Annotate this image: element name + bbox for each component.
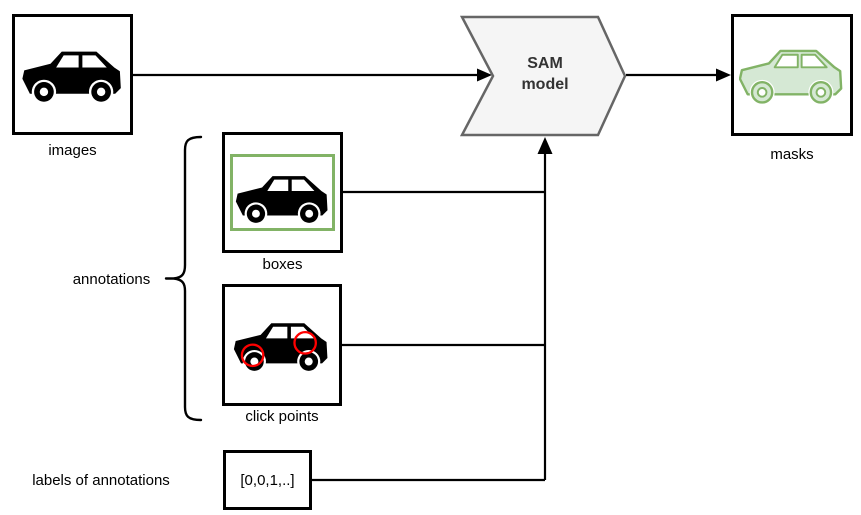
arrow-images-to-sam	[133, 68, 492, 82]
images-label: images	[48, 142, 97, 159]
click-point-rear	[293, 330, 318, 355]
car-click-points-icon	[233, 322, 328, 373]
boxes-label: boxes	[262, 256, 303, 273]
masks-label: masks	[770, 146, 814, 163]
bounding-box-rect	[230, 154, 335, 231]
car-bounding-box-icon	[235, 176, 328, 226]
boxes-node[interactable]	[222, 132, 343, 253]
car-mask-icon	[739, 49, 843, 105]
sam-model-node[interactable]	[458, 13, 630, 139]
click-points-label: click points	[245, 408, 319, 425]
annotation-labels-value: [0,0,1,..]	[240, 471, 295, 489]
sam-model-label-line2: model	[521, 76, 569, 93]
arrow-annotations-to-sam	[312, 137, 553, 482]
arrow-sam-to-masks	[626, 68, 731, 82]
sam-model-label: SAM model	[485, 53, 605, 95]
click-points-node[interactable]	[222, 284, 342, 406]
sam-model-label-line1: SAM	[527, 55, 563, 72]
car-icon	[21, 51, 121, 104]
annotations-caption: annotations	[72, 271, 151, 288]
annotation-labels-node[interactable]: [0,0,1,..]	[223, 450, 312, 510]
masks-node[interactable]	[731, 14, 853, 136]
annotations-brace	[164, 135, 203, 422]
images-node[interactable]	[12, 14, 133, 135]
sam-chevron-shape	[459, 15, 627, 137]
click-point-front	[240, 342, 265, 367]
labels-of-annotations-caption: labels of annotations	[32, 472, 170, 489]
